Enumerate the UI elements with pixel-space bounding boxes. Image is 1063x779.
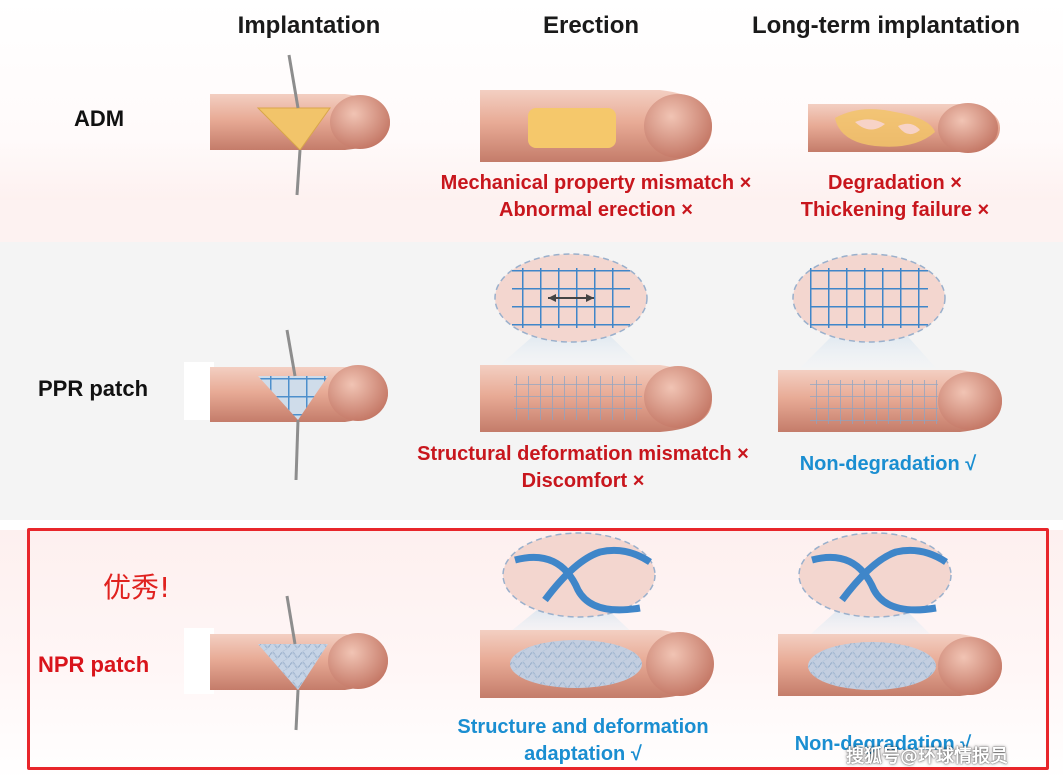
npr-long-term-notes: Non-degradation √ bbox=[795, 731, 972, 758]
column-title-erection: Erection bbox=[542, 12, 640, 39]
adm-erection-note: Abnormal erection × bbox=[499, 199, 693, 221]
ppr-erection-note: Discomfort × bbox=[521, 470, 645, 492]
adm-erection-illustration bbox=[480, 90, 712, 162]
row-label-npr: NPR patch bbox=[38, 652, 150, 677]
npr-erection-notes: Structure and deformation adaptation √ bbox=[457, 714, 708, 768]
ppr-long-term-notes: Non-degradation √ bbox=[800, 451, 977, 478]
ppr-erection-notes: Structural deformation mismatch × Discom… bbox=[417, 441, 749, 495]
npr-erection-illustration bbox=[480, 532, 714, 698]
npr-implantation-illustration bbox=[184, 595, 388, 731]
npr-erection-note: Structure and deformation bbox=[457, 716, 709, 738]
adm-long-term-illustration bbox=[808, 103, 1000, 153]
npr-long-term-note: Non-degradation √ bbox=[794, 733, 972, 755]
row-label-ppr: PPR patch bbox=[38, 376, 149, 401]
praise-annotation: 优秀! bbox=[103, 571, 171, 604]
ppr-long-term-illustration bbox=[778, 253, 1002, 432]
adm-long-term-note: Degradation × bbox=[828, 172, 962, 194]
column-title-implantation: Implantation bbox=[237, 12, 381, 39]
adm-erection-note: Mechanical property mismatch × bbox=[440, 172, 752, 194]
adm-erection-notes: Mechanical property mismatch × Abnormal … bbox=[441, 170, 752, 224]
column-title-long-term: Long-term implantation bbox=[752, 12, 1020, 39]
ppr-long-term-note: Non-degradation √ bbox=[799, 453, 977, 475]
source-watermark: 搜狐号@环球情报员 bbox=[846, 746, 1008, 767]
ppr-implantation-illustration bbox=[184, 329, 388, 481]
adm-long-term-note: Thickening failure × bbox=[800, 199, 990, 221]
ppr-erection-illustration bbox=[480, 253, 712, 432]
adm-long-term-notes: Degradation × Thickening failure × bbox=[801, 170, 989, 224]
ppr-erection-note: Structural deformation mismatch × bbox=[417, 443, 749, 465]
npr-long-term-illustration bbox=[778, 532, 1002, 696]
npr-erection-note: adaptation √ bbox=[524, 743, 642, 765]
adm-implantation-illustration bbox=[210, 54, 390, 196]
npr-highlight-frame bbox=[27, 528, 1049, 770]
row-label-adm: ADM bbox=[74, 106, 125, 131]
row-separator bbox=[0, 200, 1063, 242]
